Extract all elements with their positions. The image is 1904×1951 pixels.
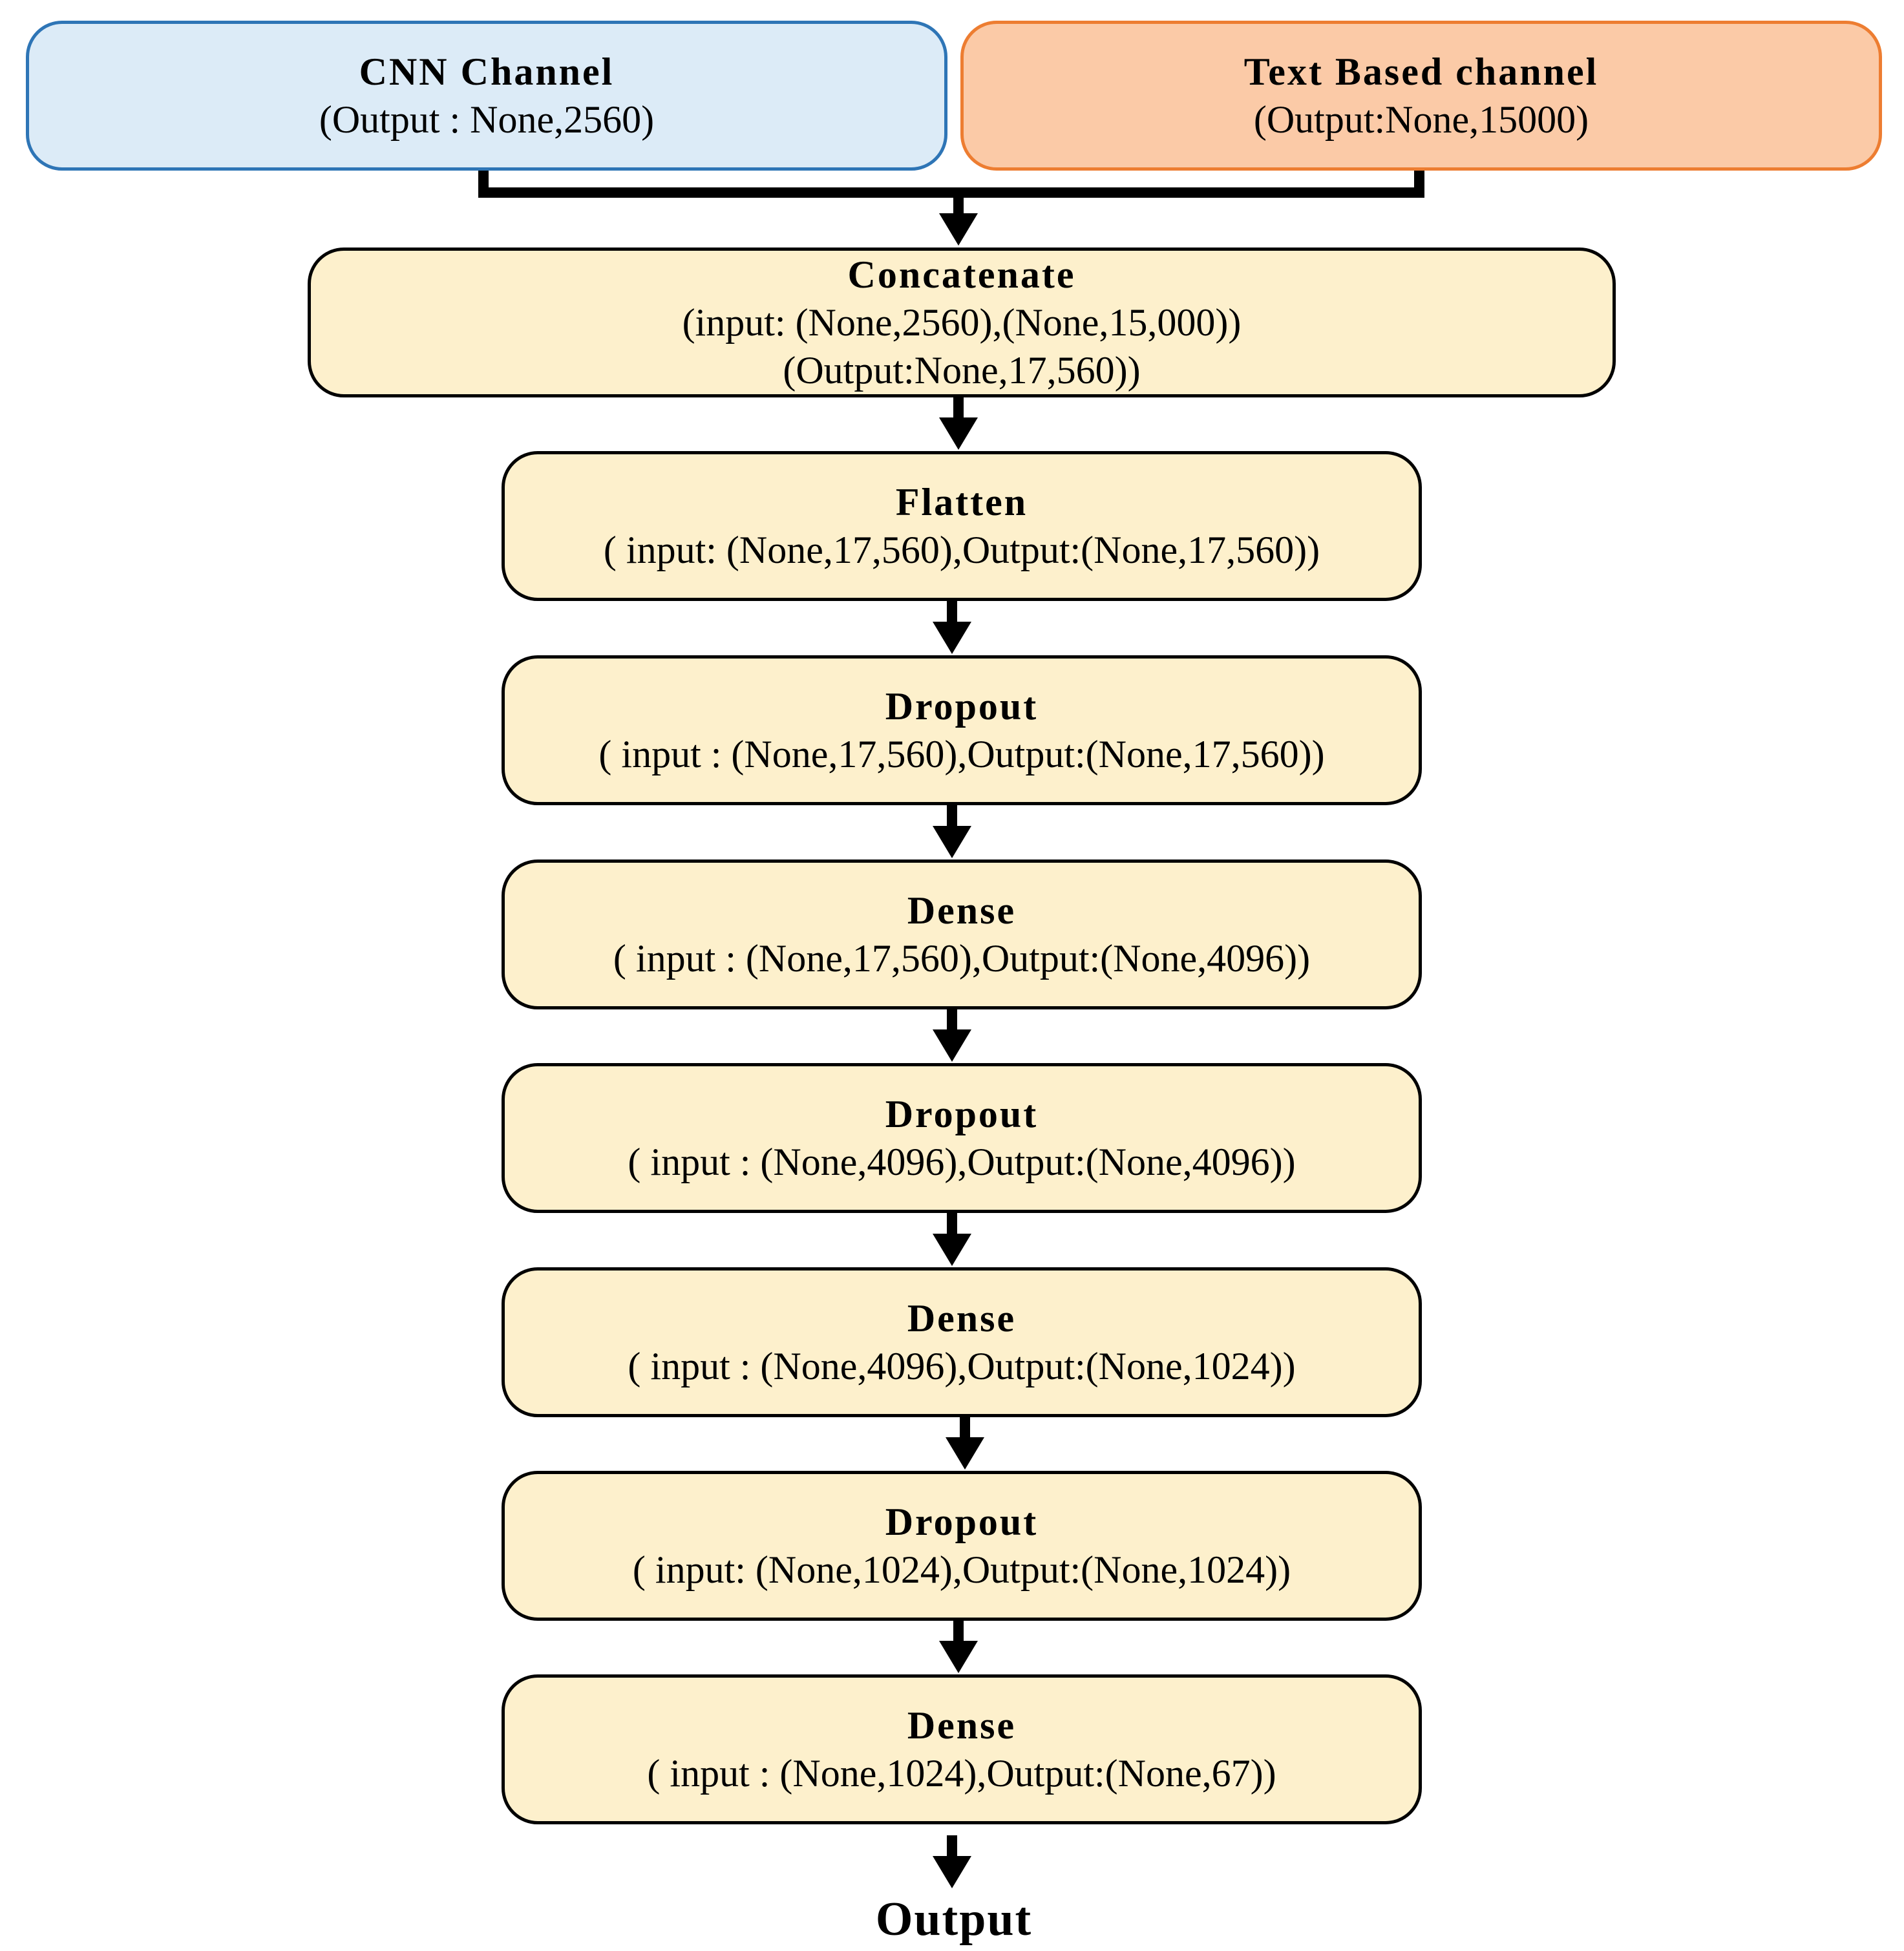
concatenate-output: (Output:None,17,560)) [783,349,1141,392]
cnn-channel-output: (Output : None,2560) [319,98,655,141]
dense-layer-box: Dense ( input : (None,17,560),Output:(No… [502,859,1422,1009]
merge-bracket [478,171,1424,216]
layer-shape: ( input : (None,4096),Output:(None,4096)… [628,1141,1296,1183]
dropout-layer-box: Dropout ( input: (None,1024),Output:(Non… [502,1471,1422,1621]
arrow-to-dropout-1 [933,622,971,654]
arrow-to-dense-3 [939,1641,978,1673]
layer-title: Dense [907,1297,1017,1340]
concatenate-title: Concatenate [847,253,1076,296]
arrow-to-dropout-3 [946,1437,984,1470]
arrow-to-dropout-2 [933,1029,971,1062]
text-channel-box: Text Based channel (Output:None,15000) [960,21,1882,171]
arrow-to-output [933,1856,971,1888]
cnn-channel-title: CNN Channel [359,50,615,93]
layer-shape: ( input : (None,17,560),Output:(None,409… [613,937,1311,980]
dense-layer-box: Dense ( input : (None,1024),Output:(None… [502,1674,1422,1824]
layer-title: Dense [907,889,1017,932]
arrow-to-dense-1 [933,826,971,858]
layer-shape: ( input : (None,17,560),Output:(None,17,… [598,733,1325,775]
arrow-to-flatten [939,417,978,450]
output-label: Output [875,1893,1033,1946]
arrow-to-dense-2 [933,1234,971,1266]
layer-shape: ( input : (None,4096),Output:(None,1024)… [628,1345,1296,1387]
dropout-layer-box: Dropout ( input : (None,4096),Output:(No… [502,1063,1422,1213]
dense-layer-box: Dense ( input : (None,4096),Output:(None… [502,1267,1422,1417]
arrow-to-concatenate [939,213,978,246]
layer-title: Dropout [885,1501,1039,1543]
flatten-layer-box: Flatten ( input: (None,17,560),Output:(N… [502,451,1422,601]
concatenate-box: Concatenate (input: (None,2560),(None,15… [308,248,1616,397]
layer-title: Dense [907,1704,1017,1747]
layer-shape: ( input: (None,17,560),Output:(None,17,5… [603,529,1320,571]
text-channel-title: Text Based channel [1243,50,1599,93]
dropout-layer-box: Dropout ( input : (None,17,560),Output:(… [502,655,1422,805]
layer-title: Dropout [885,1093,1039,1135]
layer-shape: ( input : (None,1024),Output:(None,67)) [647,1752,1276,1795]
layer-shape: ( input: (None,1024),Output:(None,1024)) [632,1548,1291,1591]
concatenate-input: (input: (None,2560),(None,15,000)) [682,301,1242,344]
layer-title: Flatten [895,481,1028,523]
cnn-channel-box: CNN Channel (Output : None,2560) [26,21,947,171]
text-channel-output: (Output:None,15000) [1253,98,1589,141]
layer-title: Dropout [885,685,1039,728]
